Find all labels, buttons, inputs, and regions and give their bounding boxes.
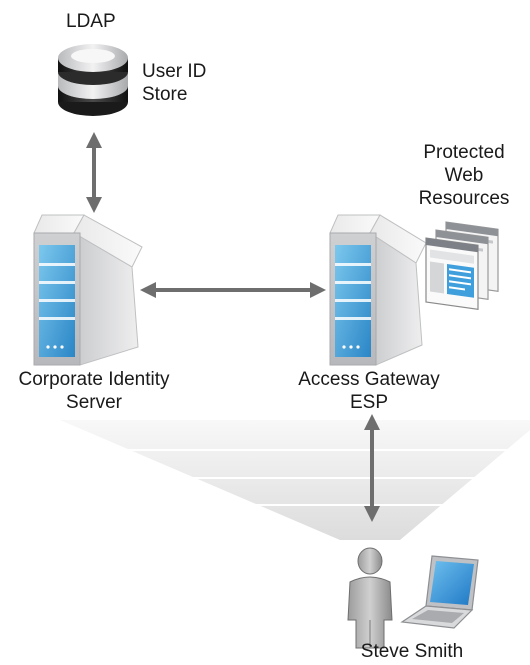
identity-server-icon <box>33 214 143 366</box>
user-id-store-line1: User ID <box>142 61 207 82</box>
user-id-store-line2: Store <box>142 84 188 105</box>
access-gateway-line2: ESP <box>349 392 389 413</box>
access-gateway-server-icon <box>329 214 427 366</box>
identity-server-label: Corporate Identity Server <box>4 368 184 414</box>
access-gateway-line1: Access Gateway <box>298 369 440 390</box>
web-pages-icon <box>425 221 499 310</box>
protected-resources-line3: Resources <box>418 188 510 209</box>
laptop-icon <box>400 555 479 629</box>
user-name-label: Steve Smith <box>360 641 464 662</box>
protected-resources-label: Protected Web Resources <box>408 141 520 210</box>
access-gateway-label: Access Gateway ESP <box>284 368 454 414</box>
ldap-label: LDAP <box>66 11 116 32</box>
protected-resources-line1: Protected <box>423 142 505 163</box>
user-id-store-label: User ID Store <box>142 60 206 106</box>
database-icon <box>58 44 128 116</box>
perspective-fan <box>60 420 530 540</box>
protected-resources-line2: Web <box>444 165 484 186</box>
identity-server-line1: Corporate Identity <box>18 369 170 390</box>
identity-server-line2: Server <box>66 392 122 413</box>
user-icon <box>347 547 393 649</box>
